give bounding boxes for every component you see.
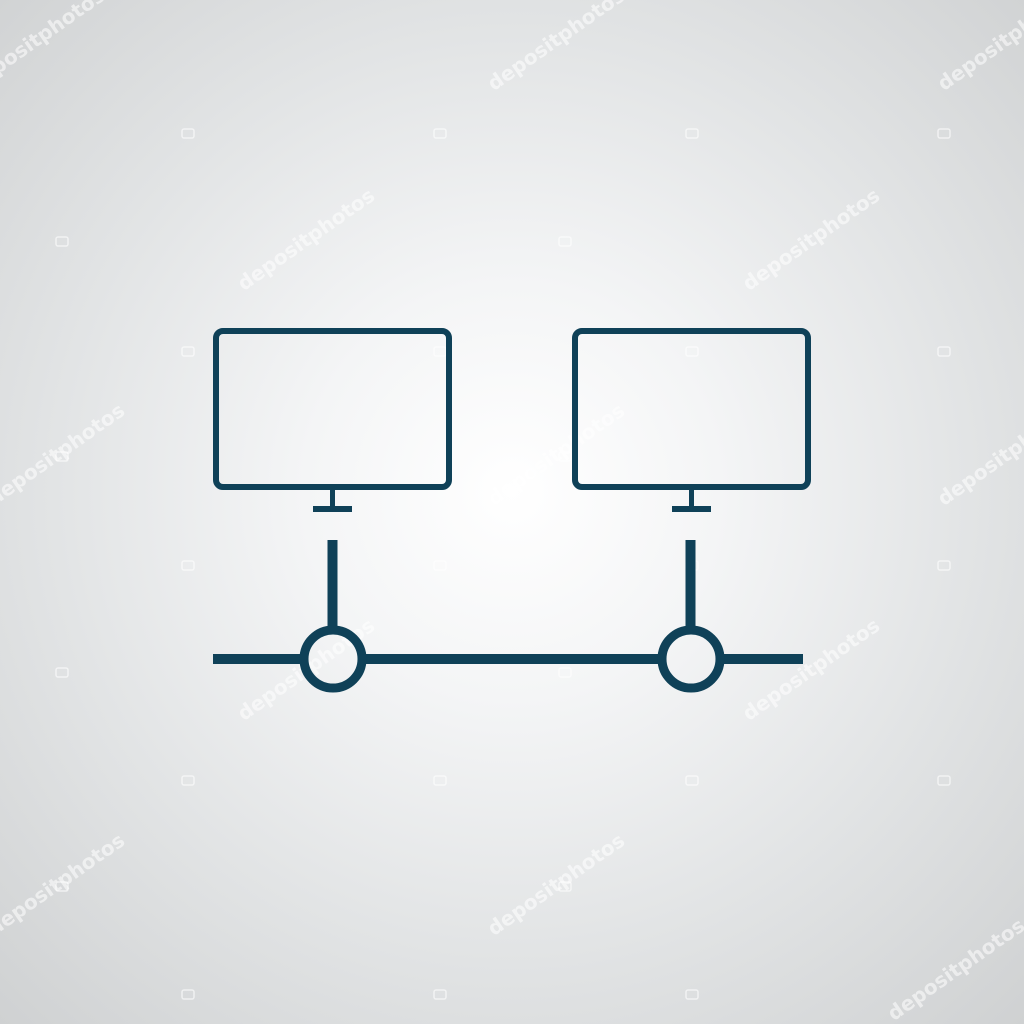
right-monitor-screen (572, 328, 811, 490)
left-monitor-screen (213, 328, 452, 490)
left-node-circle (299, 625, 367, 693)
right-computer-icon (572, 328, 811, 627)
left-computer-icon (213, 328, 452, 627)
network-bus (213, 625, 803, 693)
right-node-circle (657, 625, 725, 693)
